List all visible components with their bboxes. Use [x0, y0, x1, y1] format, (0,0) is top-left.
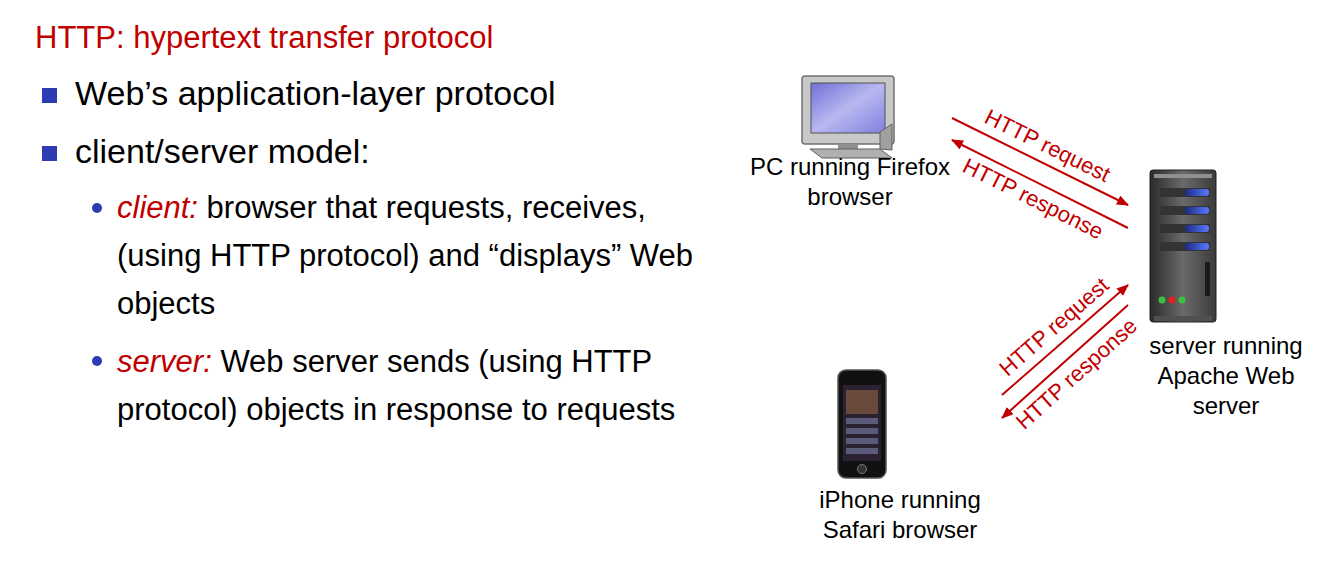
term: client:	[117, 190, 198, 225]
device-label: PC running Firefox browser	[748, 152, 952, 212]
bullet-text: client/server model:	[75, 132, 370, 171]
device-node: PC running Firefox browser	[748, 70, 952, 218]
definition: browser that requests, receives, (using …	[117, 190, 693, 321]
bullet-square	[42, 146, 57, 161]
device-node: server running Apache Web server	[1128, 165, 1324, 425]
bullet-text: Web’s application-layer protocol	[75, 74, 556, 113]
bullet-dot	[92, 203, 102, 213]
pc-icon	[802, 76, 894, 158]
sub-bullet-paragraph: client: browser that requests, receives,…	[117, 184, 732, 328]
device-node: iPhone running Safari browser	[798, 365, 1002, 550]
sub-bullet-paragraph: server: Web server sends (using HTTP pro…	[117, 338, 732, 434]
device-label: iPhone running Safari browser	[798, 485, 1002, 545]
iphone-icon	[838, 370, 886, 478]
server-icon	[1150, 170, 1216, 322]
bullet-dot	[92, 356, 102, 366]
term: server:	[117, 344, 212, 379]
device-label: server running Apache Web server	[1128, 331, 1324, 421]
slide-title: HTTP: hypertext transfer protocol	[35, 20, 493, 56]
bullet-square	[42, 88, 57, 103]
